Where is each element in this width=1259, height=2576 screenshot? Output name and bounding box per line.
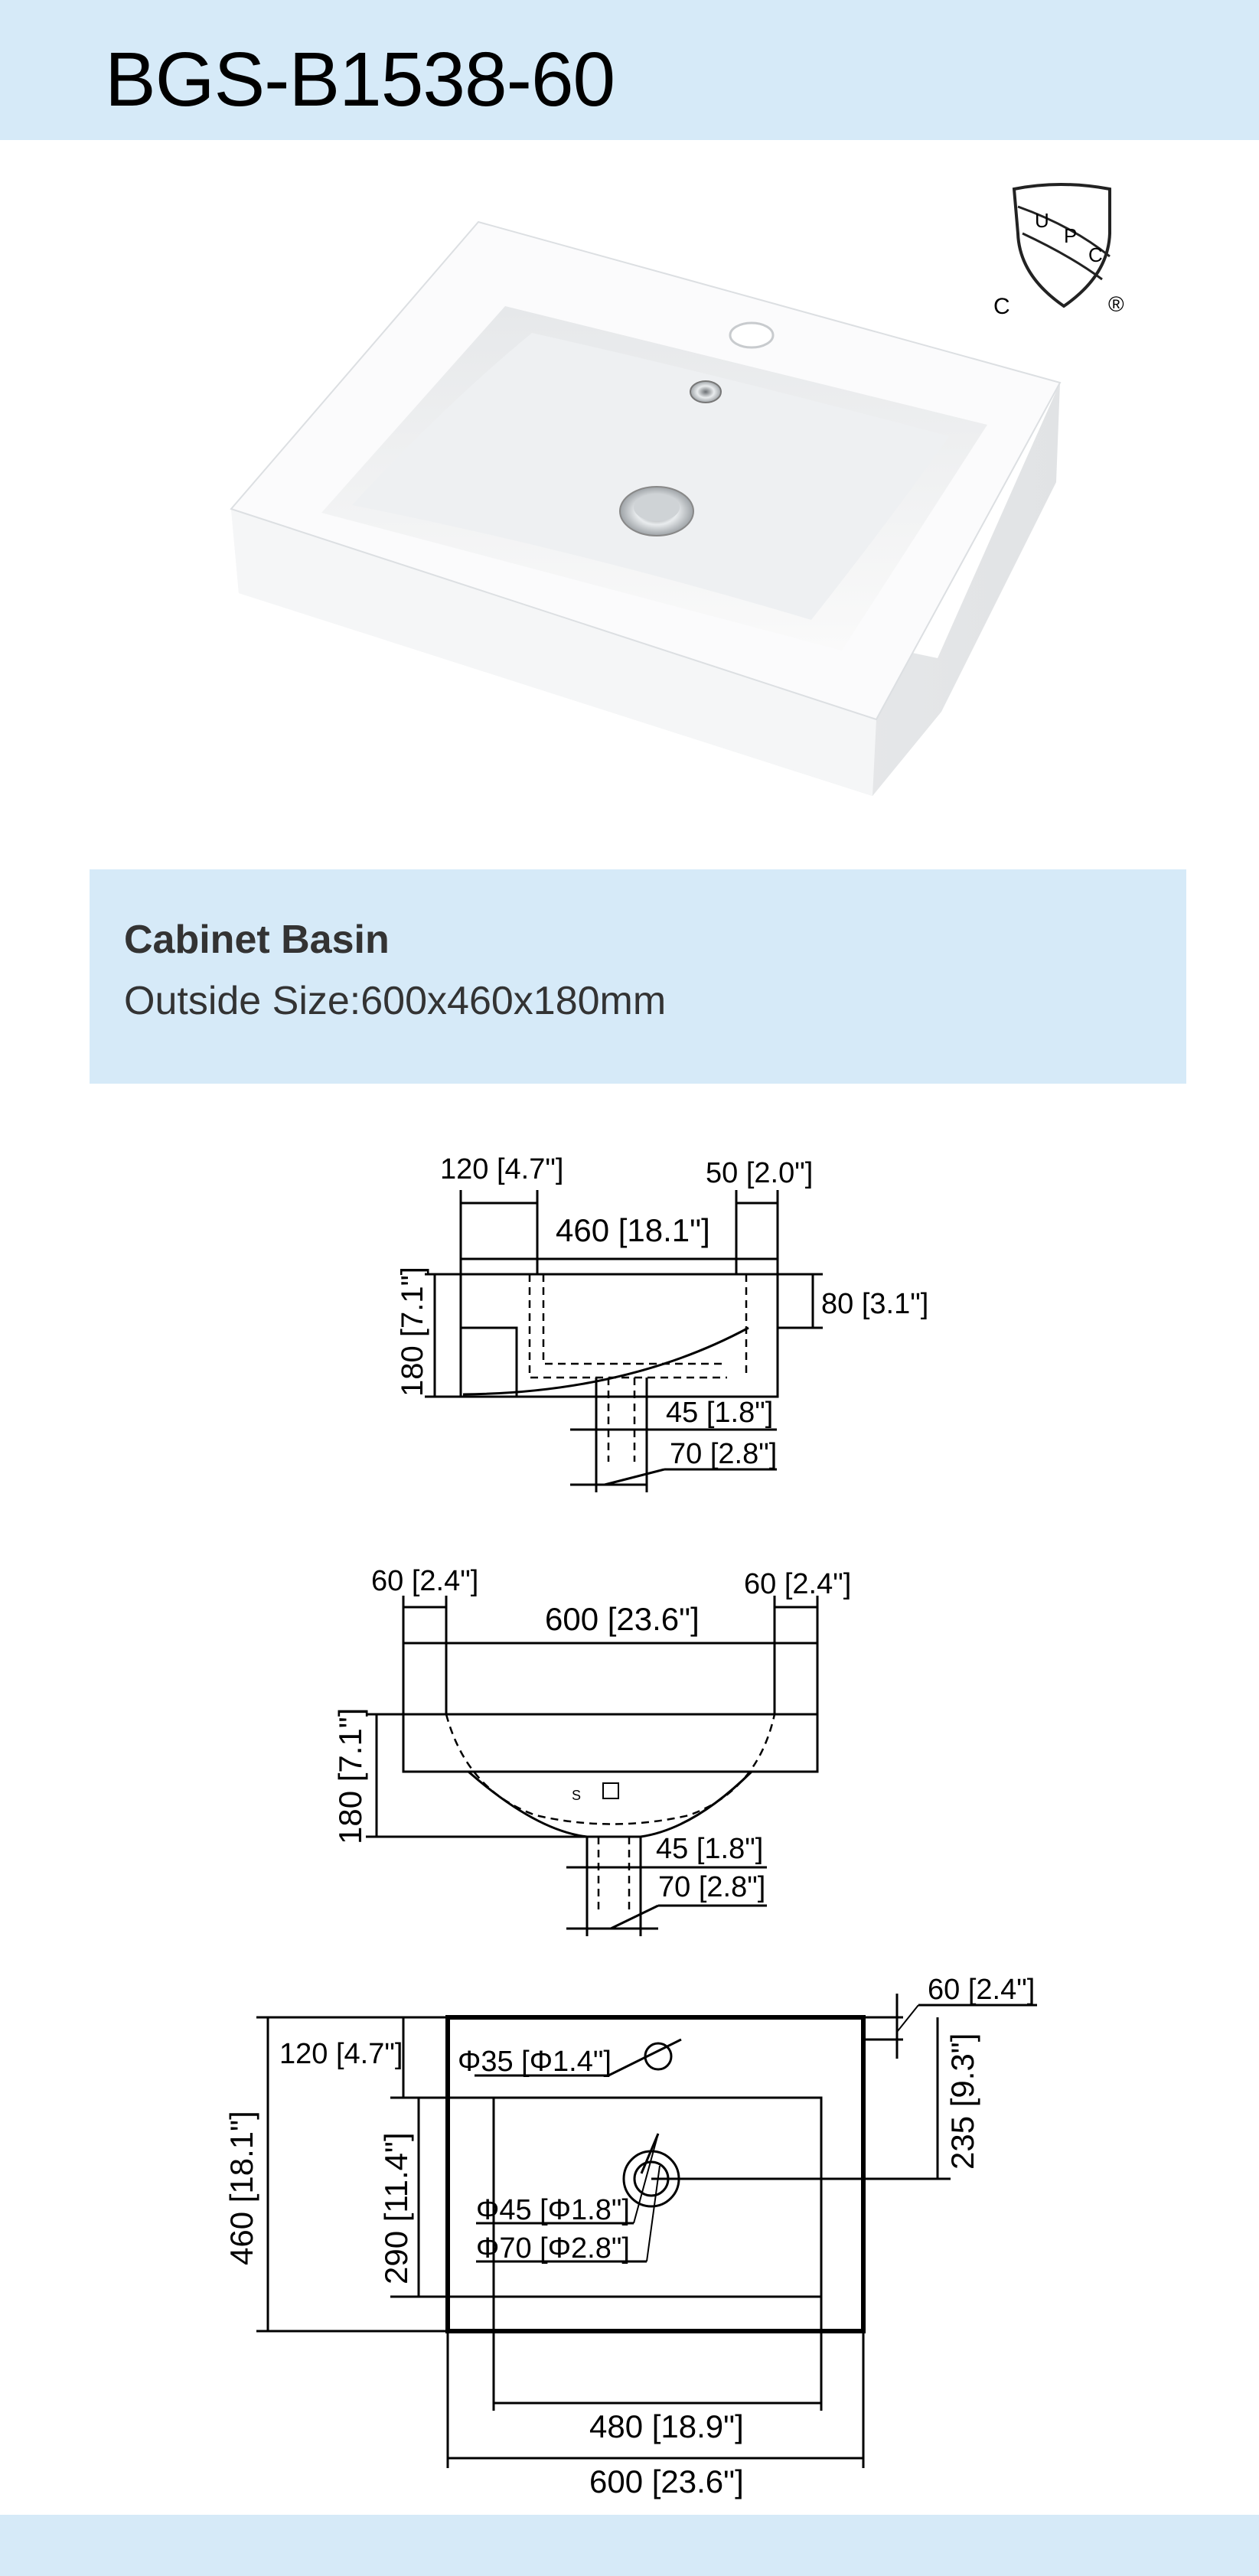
- footer-band: [0, 2515, 1259, 2576]
- canada-mark: C: [993, 294, 1010, 319]
- side-dim-height: 180 [7.1"]: [396, 1267, 429, 1397]
- top-dim-width: 600 [23.6"]: [589, 2464, 744, 2499]
- manufacturer-mark-icon: [602, 1782, 619, 1799]
- side-dim-drain-outer: 70 [2.8"]: [670, 1438, 777, 1470]
- upc-letter-c: C: [1088, 243, 1103, 266]
- upc-certification-logo: U P C C ®: [993, 183, 1124, 319]
- model-title: BGS-B1538-60: [105, 37, 615, 122]
- top-dim-bowl-width: 480 [18.9"]: [589, 2408, 744, 2444]
- product-size: Outside Size:600x460x180mm: [124, 979, 667, 1023]
- side-dim-rim: 80 [3.1"]: [821, 1288, 928, 1320]
- front-dim-drain-outer: 70 [2.8"]: [658, 1871, 765, 1903]
- product-info-panel: Cabinet Basin Outside Size:600x460x180mm: [90, 869, 1186, 1084]
- top-dim-depth: 460 [18.1"]: [223, 2111, 259, 2265]
- front-dim-left: 60 [2.4"]: [371, 1565, 478, 1597]
- front-dim-width: 600 [23.6"]: [545, 1601, 700, 1637]
- front-dim-height: 180 [7.1"]: [332, 1708, 368, 1844]
- side-view-drawing: 120 [4.7"] 50 [2.0"] 460 [18.1"] 80 [3.1…: [396, 1153, 928, 1492]
- front-view-drawing: 60 [2.4"] 60 [2.4"] 600 [23.6"] 45 [1.8"…: [332, 1565, 851, 1936]
- registered-mark: ®: [1108, 292, 1124, 316]
- side-dim-drain-inner: 45 [1.8"]: [666, 1397, 773, 1429]
- top-dim-drain-outer: Φ70 [Φ2.8"]: [476, 2232, 630, 2265]
- top-dim-drain-pos: 235 [9.3"]: [944, 2033, 980, 2170]
- side-dim-width: 460 [18.1"]: [556, 1212, 710, 1248]
- side-dim-top-left: 120 [4.7"]: [440, 1153, 563, 1185]
- side-dim-top-right: 50 [2.0"]: [706, 1157, 813, 1189]
- basin-product-image: [230, 220, 1062, 796]
- manufacturer-mark-text: S: [572, 1788, 581, 1803]
- front-dim-right: 60 [2.4"]: [744, 1568, 851, 1600]
- top-dim-drain-inner: Φ45 [Φ1.8"]: [476, 2194, 630, 2226]
- top-dim-bowl-depth: 290 [11.4"]: [378, 2132, 414, 2284]
- top-dim-tap-hole: Φ35 [Φ1.4"]: [458, 2046, 612, 2078]
- header-band: BGS-B1538-60: [0, 0, 1259, 140]
- upc-letter-u: U: [1035, 209, 1049, 232]
- upc-letter-p: P: [1064, 224, 1077, 247]
- top-dim-rim: 60 [2.4"]: [928, 1974, 1035, 2006]
- top-view-drawing: Φ35 [Φ1.4"] 120 [4.7"] Φ45 [Φ1.8"] Φ70 […: [223, 1974, 1037, 2499]
- front-dim-drain-inner: 45 [1.8"]: [656, 1833, 763, 1865]
- top-dim-front-offset: 120 [4.7"]: [279, 2038, 403, 2070]
- product-name: Cabinet Basin: [124, 918, 390, 962]
